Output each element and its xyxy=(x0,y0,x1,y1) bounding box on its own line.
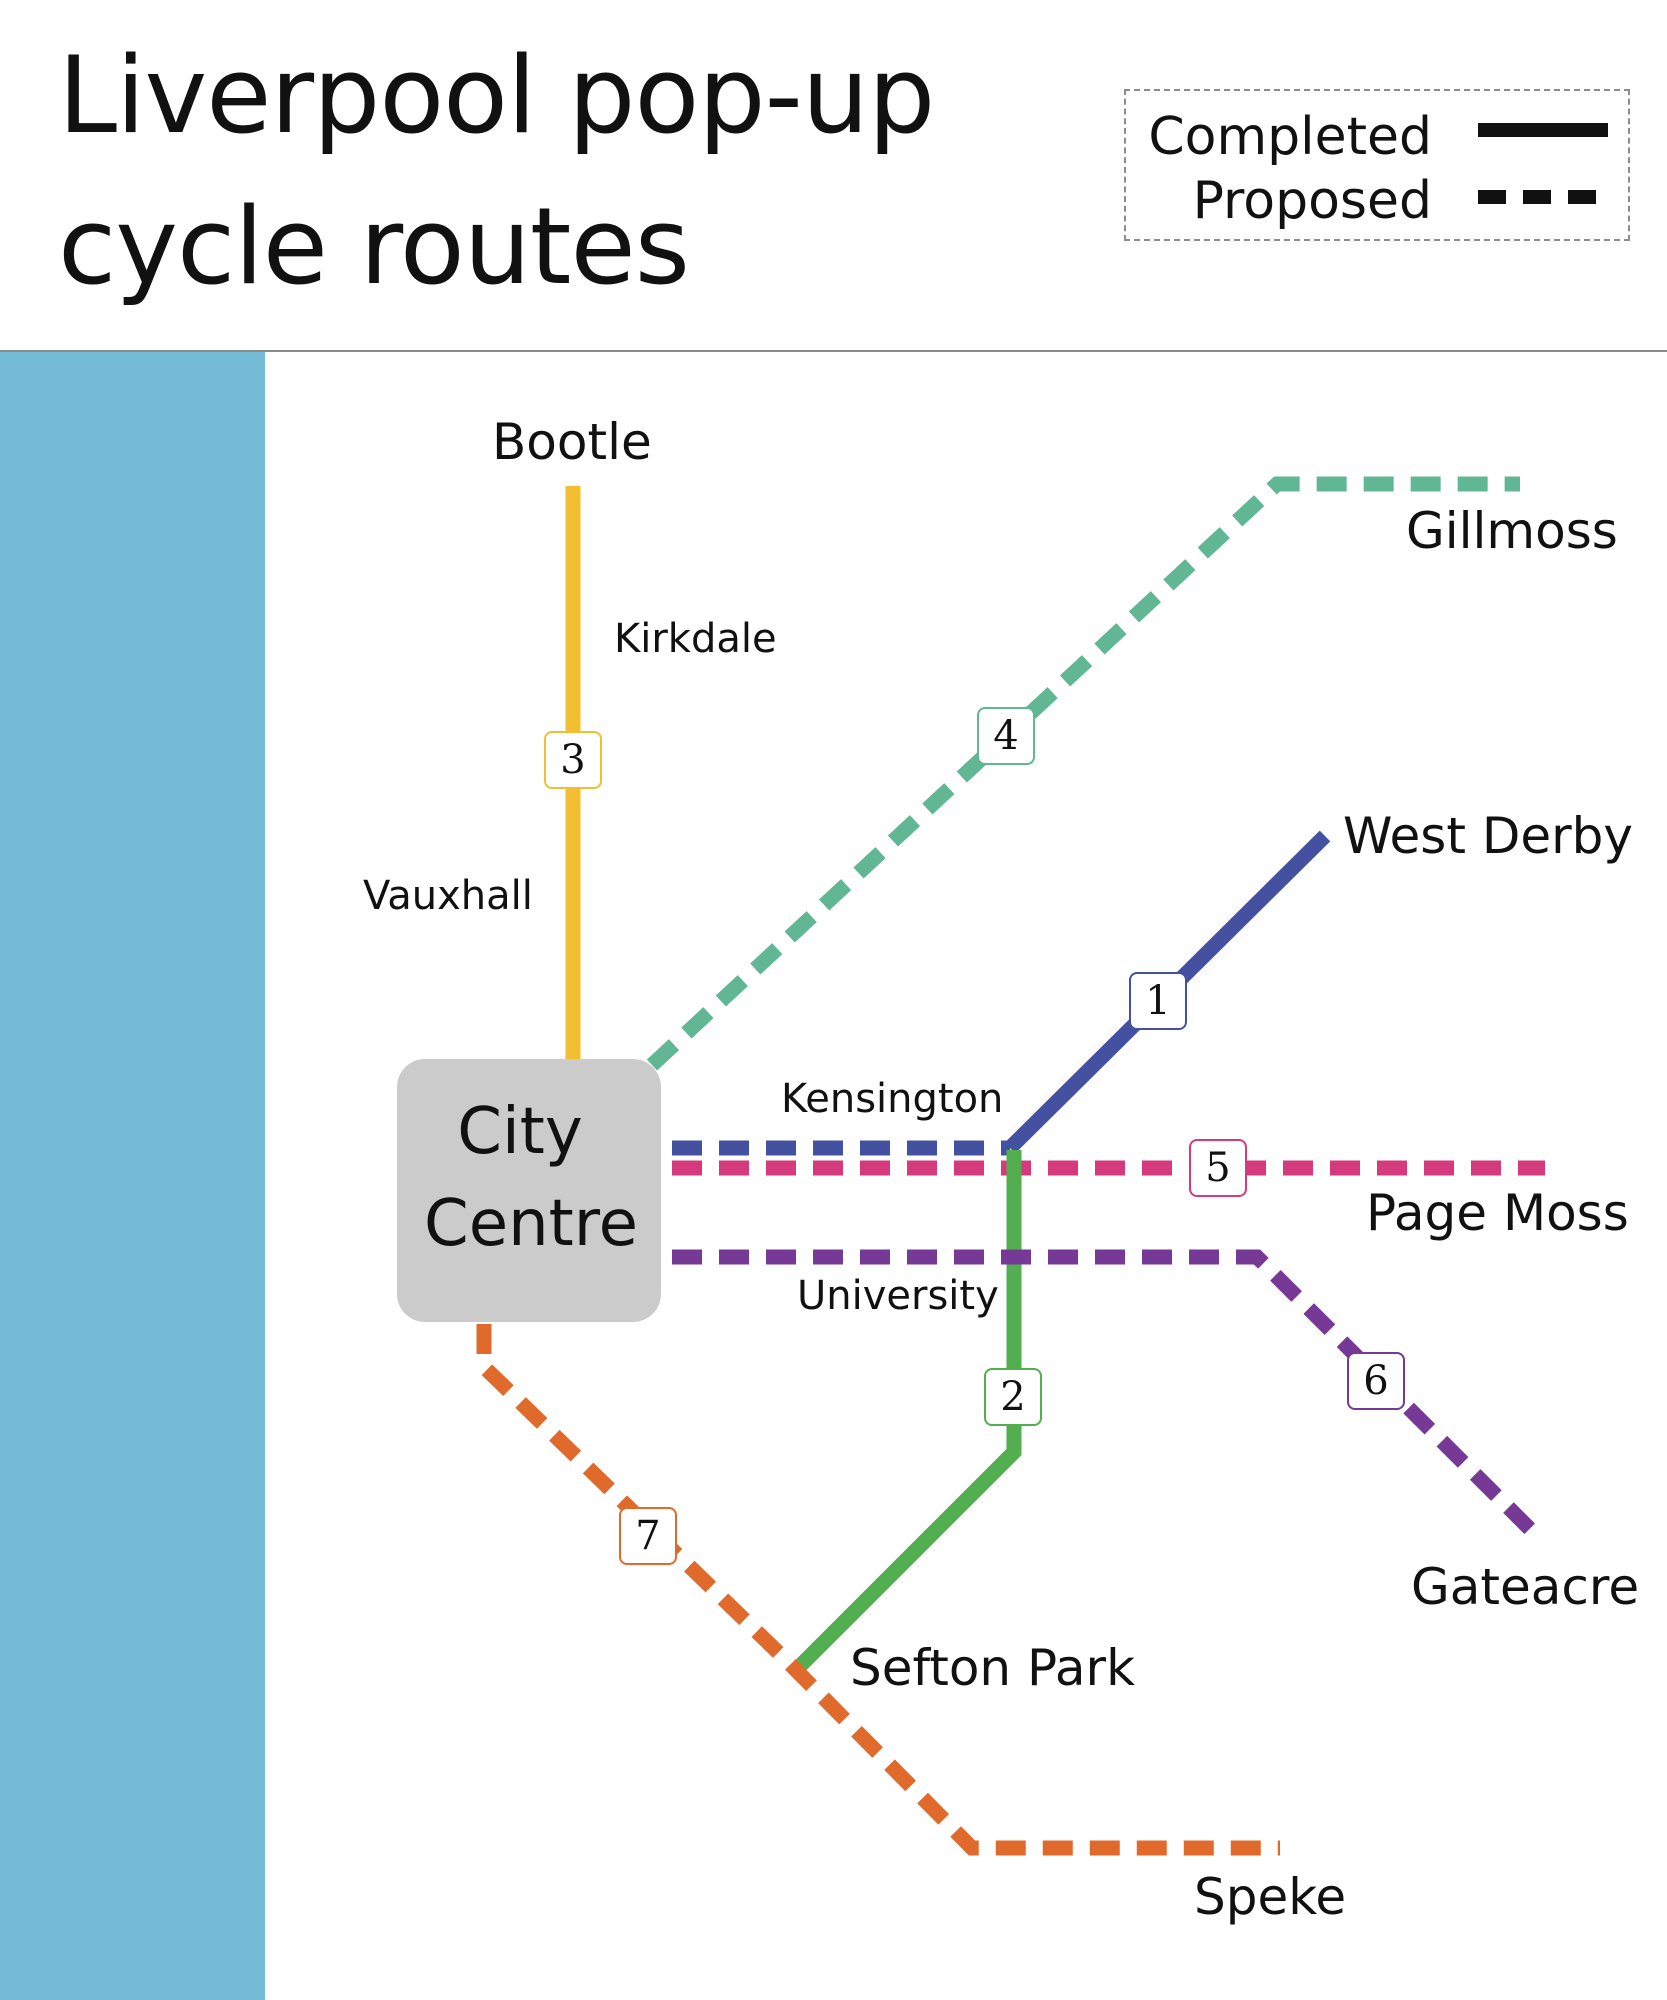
place-vauxhall: Vauxhall xyxy=(363,873,533,919)
river-mersey xyxy=(0,352,265,2000)
place-sefton-park: Sefton Park xyxy=(850,1639,1136,1697)
legend-completed-swatch xyxy=(1478,123,1608,137)
legend-proposed-label: Proposed xyxy=(1192,171,1432,231)
place-gateacre: Gateacre xyxy=(1411,1558,1640,1616)
map-title-line-2: cycle routes xyxy=(58,185,690,308)
route-7-badge[interactable]: 7 xyxy=(619,1507,677,1565)
route-5-badge[interactable]: 5 xyxy=(1189,1139,1247,1197)
route-7-line[interactable] xyxy=(476,1324,1280,1856)
map-title-line-1: Liverpool pop-up xyxy=(58,34,935,157)
route-2-badge[interactable]: 2 xyxy=(984,1368,1042,1426)
route-4-line[interactable] xyxy=(646,476,1520,1071)
hub-label-line-2: Centre xyxy=(424,1187,638,1261)
route-6-badge[interactable]: 6 xyxy=(1347,1352,1405,1410)
place-speke: Speke xyxy=(1194,1868,1347,1926)
place-university: University xyxy=(797,1273,999,1319)
place-kirkdale: Kirkdale xyxy=(614,616,777,662)
place-west-derby: West Derby xyxy=(1343,807,1633,865)
route-4-badge[interactable]: 4 xyxy=(977,707,1035,765)
place-gillmoss: Gillmoss xyxy=(1406,502,1618,560)
legend-completed-label: Completed xyxy=(1148,107,1432,167)
header-divider xyxy=(0,350,1667,352)
route-6-line[interactable] xyxy=(672,1249,1545,1544)
place-page-moss: Page Moss xyxy=(1366,1184,1629,1242)
legend: Completed Proposed xyxy=(1124,89,1630,241)
header: Liverpool pop-up cycle routes Completed … xyxy=(0,0,1667,352)
place-bootle: Bootle xyxy=(492,413,652,471)
legend-proposed-swatch xyxy=(1478,190,1608,204)
city-centre-hub[interactable]: City Centre xyxy=(397,1059,661,1322)
hub-label-line-1: City xyxy=(457,1095,583,1169)
place-kensington: Kensington xyxy=(781,1076,1004,1122)
route-2-line[interactable] xyxy=(787,1150,1022,1679)
route-1-badge[interactable]: 1 xyxy=(1129,972,1187,1030)
route-3-badge[interactable]: 3 xyxy=(544,731,602,789)
